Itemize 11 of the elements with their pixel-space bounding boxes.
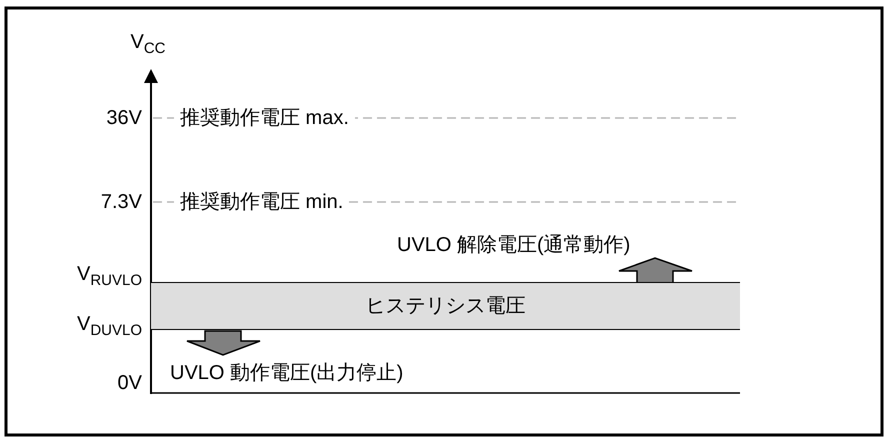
tick-label: 7.3V xyxy=(100,190,142,214)
tick-label: V$_{RUVLO}$ xyxy=(76,262,142,291)
tick-label: 36V xyxy=(106,106,142,130)
level-label: UVLO 解除電圧(通常動作) xyxy=(397,233,630,257)
tick-label: 0V xyxy=(118,371,142,395)
band-label: ヒステリシス電圧 xyxy=(366,294,526,318)
tick-label: V$_{DUVLO}$ xyxy=(76,312,142,341)
level-label: UVLO 動作電圧(出力停止) xyxy=(170,361,404,385)
axis-label: V$_{CC}$ xyxy=(130,30,166,59)
hysteresis-band xyxy=(151,282,740,330)
level-label: 推奨動作電圧 max. xyxy=(174,106,355,130)
